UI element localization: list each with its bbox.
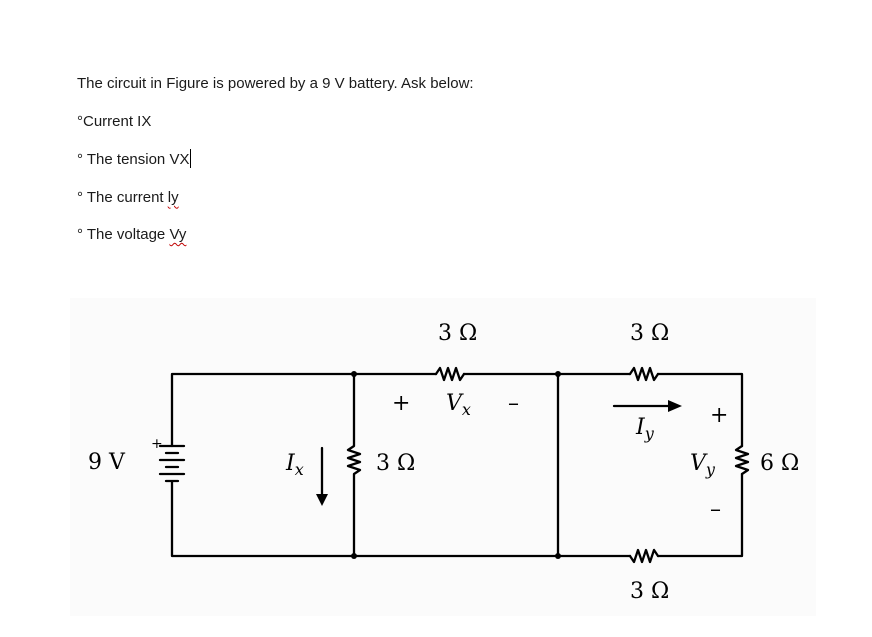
resistor-label: 3 Ω [376,451,415,476]
question-item-text: ° The current [77,188,168,206]
ix-label: Ix [285,451,304,479]
resistor-middle [346,372,362,558]
wire-bottom [170,480,632,558]
spellcheck-word[interactable]: ly [167,188,179,206]
question-item-tension-vx: ° The tension VX [77,149,777,170]
resistor-top-left [434,366,466,382]
vx-sub: x [462,400,471,419]
question-item-voltage-vy: ° The voltage Vy [77,225,777,245]
text-cursor [190,149,192,168]
resistor-right [734,444,750,476]
vy-var: V [690,451,708,476]
iy-sub: y [644,424,655,443]
resistor-label: 3 Ω [630,321,669,346]
iy-label: Iy [635,415,655,443]
resistor-bottom [628,548,660,564]
source-label: 9 V [88,450,126,475]
question-item-text: ° The tension VX [77,151,190,168]
vx-label: Vx [446,391,471,419]
question-text: The circuit in Figure is powered by a 9 … [77,74,777,263]
wire-right-bottom [656,472,744,558]
spellcheck-word[interactable]: Vy [169,226,187,243]
question-item-text: ° The voltage [77,226,170,243]
resistor-label: 6 Ω [760,451,799,476]
circuit-figure: 9 V + 3 Ω 3 Ω 3 Ω 6 Ω 3 Ω + Vx – Ix Iy +… [70,298,816,616]
question-item-current-ix: °Current IX [77,112,152,130]
vy-sub: y [705,460,716,479]
ix-arrow-icon [316,494,328,506]
iy-var: I [635,415,646,440]
vy-label: Vy [690,451,716,479]
vx-plus: + [392,391,410,416]
wire-top-left [170,372,438,448]
ix-sub: x [295,460,304,479]
circuit-diagram: 9 V + 3 Ω 3 Ω 3 Ω 6 Ω 3 Ω + Vx – Ix Iy +… [88,321,799,604]
vy-plus: + [710,403,728,428]
question-intro: The circuit in Figure is powered by a 9 … [77,75,474,92]
resistor-label: 3 Ω [630,579,669,604]
resistor-label: 3 Ω [438,321,477,346]
question-item-current-iy: ° The current ly [77,188,777,208]
vx-minus: – [508,391,519,416]
ix-var: I [285,451,296,476]
wire-top-right [656,372,744,448]
iy-arrow-icon [668,400,682,412]
source-plus: + [151,436,163,452]
resistor-top-right [628,366,660,382]
vy-minus: – [710,497,721,522]
vx-var: V [446,391,464,416]
